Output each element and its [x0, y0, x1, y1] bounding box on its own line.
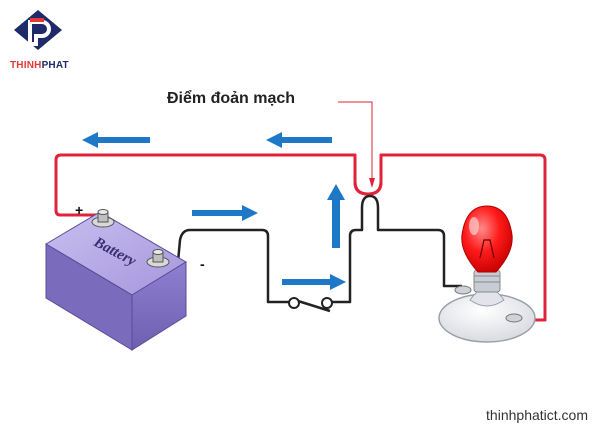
positive-terminal: [91, 209, 115, 228]
arrow-left-2: [266, 132, 332, 148]
arrow-right-2: [282, 274, 346, 290]
positive-sign: +: [75, 202, 84, 218]
website-url: thinhphatict.com: [486, 407, 588, 423]
arrow-right-1: [192, 205, 258, 221]
brand-name-part2: PHAT: [41, 60, 69, 71]
arrow-left-1: [82, 132, 150, 148]
brand-logo: [14, 10, 62, 50]
black-wire: [160, 228, 290, 304]
negative-sign: -: [200, 256, 205, 272]
switch: [288, 297, 333, 313]
direction-arrows: [82, 132, 346, 290]
arrow-up: [327, 184, 345, 248]
negative-terminal: [146, 249, 170, 268]
break-point-pointer: [338, 101, 373, 185]
light-bulb: [438, 205, 536, 343]
brand-name-part1: THINH: [10, 60, 42, 71]
brand-name: THINHPHAT: [10, 60, 69, 71]
break-point-label: Điểm đoản mạch: [167, 90, 296, 107]
battery: Battery: [45, 209, 187, 351]
